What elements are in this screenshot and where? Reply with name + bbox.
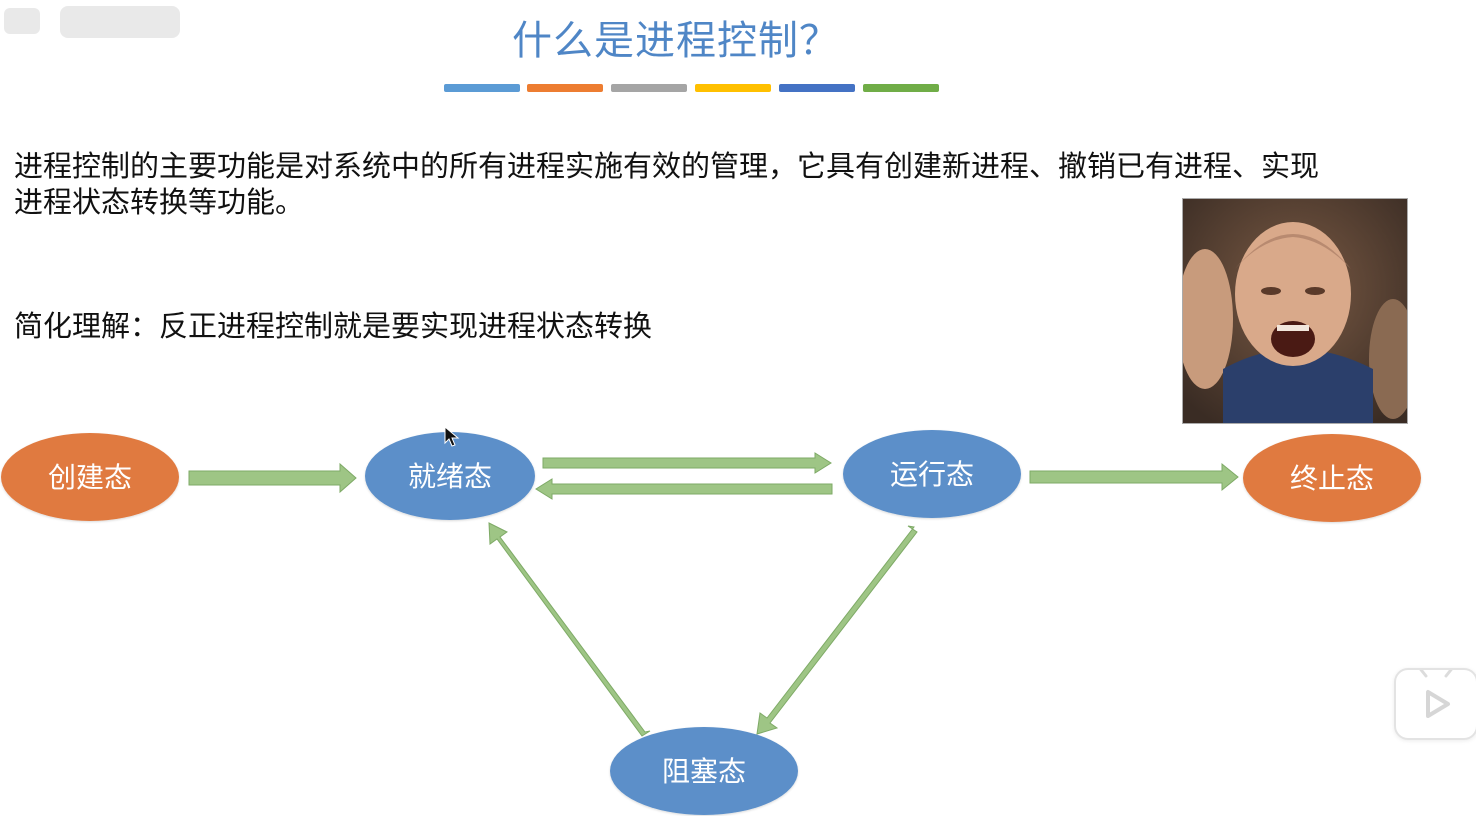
node-terminated-label: 终止态 <box>1290 462 1374 495</box>
title-bar-5 <box>779 84 855 92</box>
diagram-arrows <box>188 452 1239 737</box>
node-running-shape <box>843 430 1021 518</box>
description-line-2: 进程状态转换等功能。 <box>14 185 305 219</box>
play-icon <box>1419 670 1453 718</box>
mouse-cursor-icon <box>444 425 460 452</box>
simplified-understanding: 简化理解：反正进程控制就是要实现进程状态转换 <box>14 309 653 343</box>
node-create-shape <box>1 433 179 521</box>
arrow-running-to-blocked <box>756 525 918 735</box>
arrow-create-to-ready <box>188 462 357 494</box>
node-running-label: 运行态 <box>890 458 974 491</box>
node-blocked-label: 阻塞态 <box>662 755 746 788</box>
title-bar-1 <box>444 84 520 92</box>
play-button[interactable] <box>1394 668 1476 740</box>
node-ready-shape <box>365 432 535 520</box>
description-line-1: 进程控制的主要功能是对系统中的所有进程实施有效的管理，它具有创建新进程、撤销已有… <box>14 149 1320 183</box>
node-create-label: 创建态 <box>48 461 132 494</box>
arrow-running-to-ready <box>535 478 833 500</box>
node-ready-label: 就绪态 <box>408 460 492 493</box>
title-bar-2 <box>527 84 603 92</box>
arrow-running-to-terminated <box>1029 462 1239 492</box>
node-blocked-shape <box>610 727 798 815</box>
description-paragraph: 进程控制的主要功能是对系统中的所有进程实施有效的管理，它具有创建新进程、撤销已有… <box>14 148 1414 220</box>
title-bar-3 <box>611 84 687 92</box>
meme-photo <box>1182 198 1408 424</box>
watermark-logo <box>0 0 190 46</box>
title-bar-6 <box>863 84 939 92</box>
node-terminated: 终止态 <box>1243 434 1421 522</box>
node-terminated-shape <box>1243 434 1421 522</box>
arrow-ready-to-running <box>542 452 832 474</box>
node-blocked: 阻塞态 <box>610 727 798 815</box>
node-ready: 就绪态 <box>365 432 535 520</box>
title-bar-4 <box>695 84 771 92</box>
slide-title: 什么是进程控制？ <box>512 18 840 64</box>
arrow-blocked-to-ready <box>488 522 651 737</box>
node-running: 运行态 <box>843 430 1021 518</box>
node-create: 创建态 <box>1 433 179 521</box>
